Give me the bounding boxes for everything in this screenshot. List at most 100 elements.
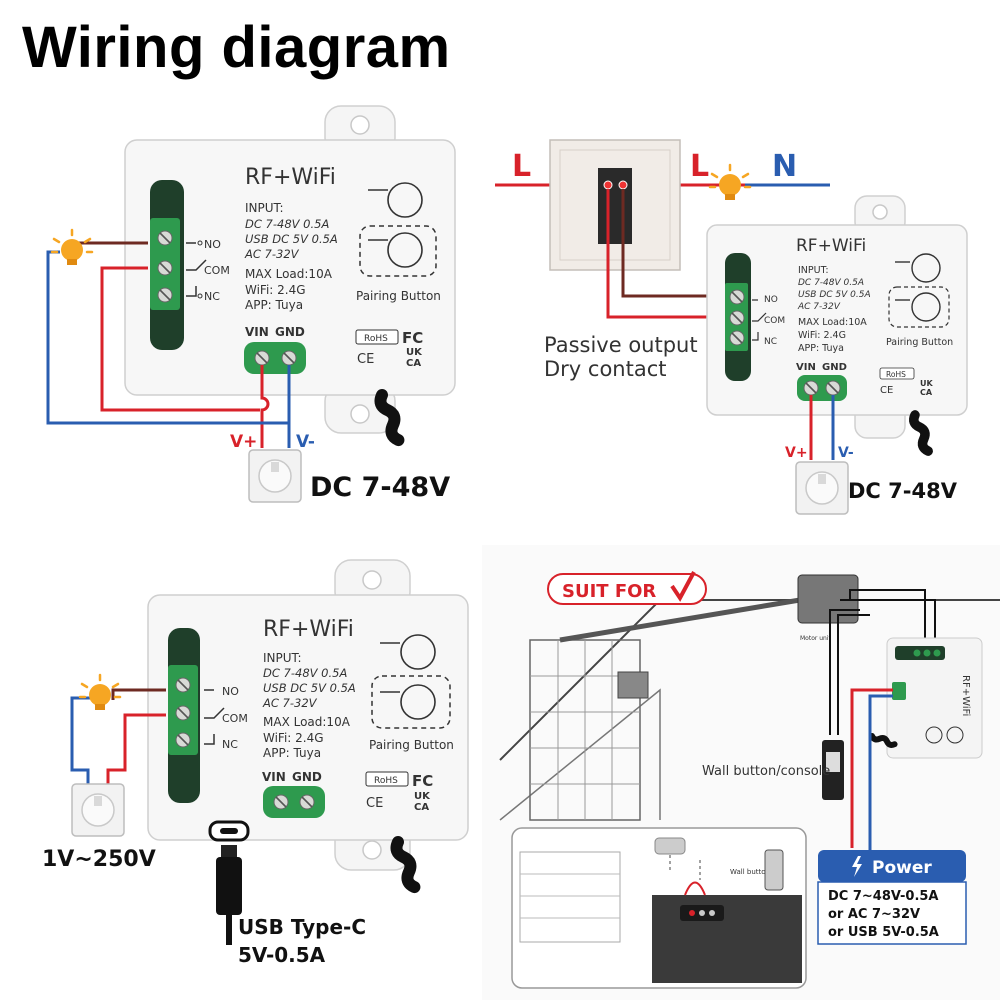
svg-text:MAX Load:10A: MAX Load:10A [263,715,351,729]
svg-text:L: L [690,149,709,184]
panel-2-switch-wiring: L L N Passive output Dry contact NO COM … [495,139,968,515]
svg-text:V+: V+ [785,445,808,461]
power-terminal [244,342,306,374]
svg-text:SUIT FOR: SUIT FOR [562,581,656,602]
svg-text:CE: CE [357,352,374,367]
label-no: NO [204,238,221,251]
switch-mechanism [598,168,632,244]
svg-text:Pairing Button: Pairing Button [356,289,441,303]
svg-text:CA: CA [920,388,933,397]
svg-text:AC 7-32V: AC 7-32V [262,696,318,710]
svg-text:CA: CA [406,358,421,369]
svg-text:RoHS: RoHS [886,370,906,379]
svg-text:RF+WiFi: RF+WiFi [960,675,971,716]
bulb-icon [50,228,94,267]
svg-text:UK: UK [920,379,933,388]
svg-text:WiFi: 2.4G: WiFi: 2.4G [798,330,846,341]
device-name: RF+WiFi [245,165,336,190]
svg-text:NC: NC [764,337,777,347]
svg-text:AC 7-32V: AC 7-32V [244,247,300,261]
svg-text:NC: NC [222,738,238,751]
svg-text:GND: GND [822,362,847,373]
svg-text:CA: CA [414,802,429,813]
button-outline [387,182,423,218]
supply-label: 1V~250V [42,847,156,872]
svg-text:APP: Tuya: APP: Tuya [245,298,303,312]
svg-text:APP: Tuya: APP: Tuya [798,343,844,354]
svg-text:or USB 5V-0.5A: or USB 5V-0.5A [828,925,939,940]
pairing-button-highlight [359,225,437,277]
svg-text:GND: GND [275,325,305,339]
svg-text:V+: V+ [230,432,257,452]
svg-text:5V-0.5A: 5V-0.5A [238,943,326,967]
svg-text:INPUT:: INPUT: [263,651,302,665]
svg-text:VIN: VIN [262,770,286,784]
svg-text:USB Type-C: USB Type-C [238,915,366,939]
svg-text:RoHS: RoHS [374,776,398,786]
lightning-icon [852,856,862,877]
dc-socket-icon [795,461,849,515]
svg-text:V-: V- [838,445,854,461]
svg-text:UK: UK [414,791,431,802]
svg-text:UK: UK [406,347,423,358]
svg-text:or AC 7~32V: or AC 7~32V [828,907,920,922]
svg-text:COM: COM [222,712,248,725]
panel-4-garage-door: Motor unit SUIT FOR Wall button/console … [482,545,1000,1000]
svg-text:Pairing Button: Pairing Button [886,337,953,348]
svg-text:Wall button/console: Wall button/console [702,764,830,779]
svg-text:Motor unit: Motor unit [800,635,832,642]
label-nc: NC [204,290,220,303]
svg-text:RoHS: RoHS [364,334,388,344]
svg-text:N: N [772,149,797,184]
ac-socket-icon [71,783,125,837]
svg-text:USB DC 5V 0.5A: USB DC 5V 0.5A [263,681,356,695]
panel-3-ac-usb-wiring: NO COM NC RF+WiFi INPUT: DC 7-48V 0.5A U… [42,559,469,967]
svg-text:Dry contact: Dry contact [544,357,667,381]
svg-text:Wall button: Wall button [730,868,770,876]
svg-text:RF+WiFi: RF+WiFi [796,236,866,256]
svg-text:INPUT:: INPUT: [798,265,829,276]
svg-text:CE: CE [366,796,383,811]
svg-text:MAX Load:10A: MAX Load:10A [245,267,333,281]
svg-text:Power: Power [872,858,932,878]
svg-text:VIN: VIN [796,362,816,373]
svg-text:WiFi: 2.4G: WiFi: 2.4G [245,283,306,297]
supply-label: DC 7-48V [848,479,958,503]
svg-text:DC 7~48V-0.5A: DC 7~48V-0.5A [828,889,939,904]
svg-text:COM: COM [764,316,785,326]
svg-text:DC 7-48V 0.5A: DC 7-48V 0.5A [245,217,329,231]
svg-text:APP: Tuya: APP: Tuya [263,746,321,760]
svg-text:FC: FC [412,772,433,790]
relay-module [706,224,968,416]
suit-for-badge [547,573,707,605]
checkmark-icon [670,571,696,602]
svg-text:RF+WiFi: RF+WiFi [263,617,354,642]
svg-text:INPUT:: INPUT: [245,201,284,215]
wall-switch [549,139,681,271]
svg-text:FC: FC [402,329,423,347]
supply-label: DC 7-48V [310,472,450,503]
dc-socket-icon [248,449,302,503]
pairing-button-icon [387,232,423,268]
svg-text:MAX Load:10A: MAX Load:10A [798,317,867,328]
power-box [817,881,967,945]
page-title: Wiring diagram [22,15,451,80]
svg-text:NO: NO [222,685,239,698]
svg-text:USB DC 5V 0.5A: USB DC 5V 0.5A [798,290,871,300]
svg-text:DC 7-48V 0.5A: DC 7-48V 0.5A [263,666,347,680]
antenna-coil [912,414,931,452]
svg-text:AC 7-32V: AC 7-32V [797,302,841,312]
svg-text:Passive output: Passive output [544,333,698,357]
svg-text:V-: V- [296,432,315,452]
svg-text:L: L [512,149,531,184]
svg-text:WiFi: 2.4G: WiFi: 2.4G [263,731,324,745]
svg-text:USB DC 5V 0.5A: USB DC 5V 0.5A [245,232,338,246]
label-com: COM [204,264,230,277]
svg-text:DC 7-48V 0.5A: DC 7-48V 0.5A [798,278,864,288]
svg-text:Pairing Button: Pairing Button [369,738,454,752]
panel-1-dc-wiring: NO COM NC RF+WiFi INPUT: DC 7-48V 0.5A U… [46,105,456,503]
svg-text:NO: NO [764,295,778,305]
svg-text:GND: GND [292,770,322,784]
svg-text:VIN: VIN [245,325,269,339]
